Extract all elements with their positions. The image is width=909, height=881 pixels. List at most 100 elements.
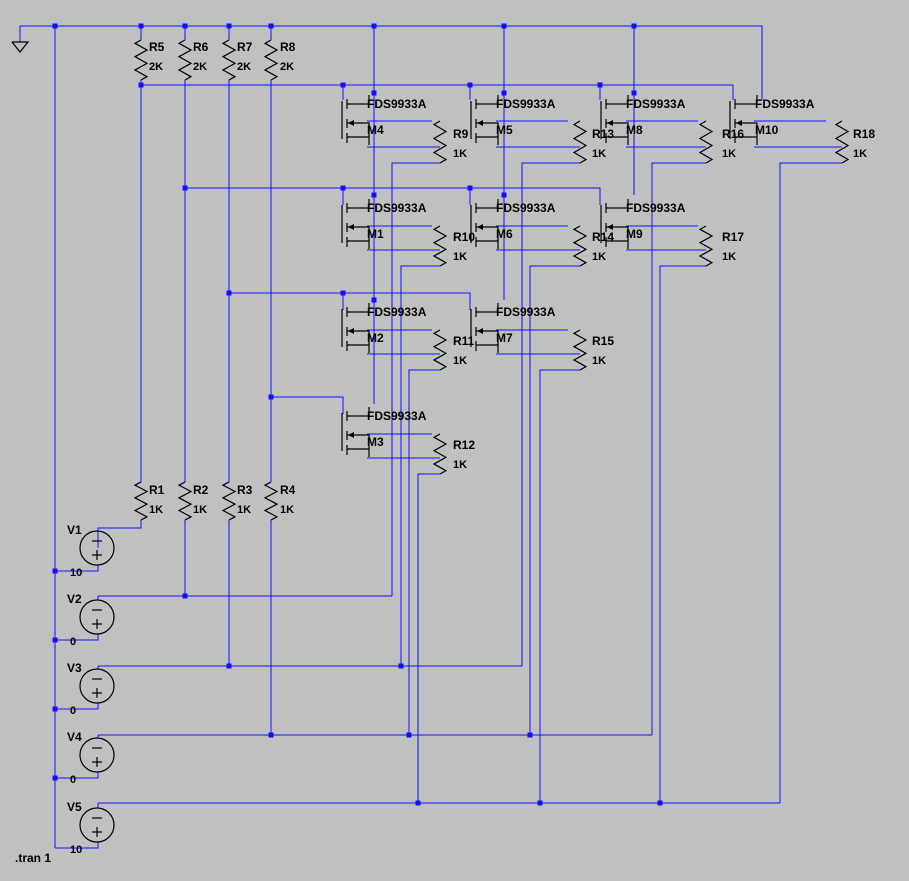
mosfet-model: FDS9933A [755, 97, 815, 111]
resistor-ref: R13 [592, 127, 614, 141]
junction-dots [52, 23, 663, 806]
junction-dot [371, 90, 377, 96]
junction-dot [52, 568, 58, 574]
mosfet-ref: M2 [367, 331, 384, 345]
resistor-zigzag [698, 225, 714, 267]
junction-dot [398, 663, 404, 669]
wire [185, 187, 344, 205]
mosfet-body [606, 122, 629, 137]
junction-dot [52, 775, 58, 781]
junction-dot [371, 23, 377, 29]
resistor-r1: R1 1K [133, 481, 165, 521]
resistor-zigzag [572, 329, 588, 371]
resistor-zigzag [432, 225, 448, 267]
vsource-value: 10 [70, 844, 82, 856]
junction-dot [340, 185, 346, 191]
junction-dot [501, 192, 507, 198]
junction-dot [226, 290, 232, 296]
mosfet-drain [347, 199, 370, 209]
resistor-zigzag [572, 225, 588, 267]
mosfet-drain [606, 199, 629, 209]
resistor-ref: R8 [280, 40, 296, 54]
mosfet-drain [476, 95, 499, 105]
junction-dot [527, 732, 533, 738]
resistor-ref: R4 [280, 483, 296, 497]
ground-triangle [11, 41, 30, 53]
mosfet-body [606, 226, 629, 241]
resistor-value: 1K [149, 504, 163, 516]
junction-dot [657, 800, 663, 806]
wire [55, 703, 99, 710]
vsource-v4: V4 0 [67, 730, 115, 786]
mosfet-drain [606, 95, 629, 105]
ground-symbol [11, 41, 30, 53]
junction-dot [268, 23, 274, 29]
vsource-ref: V4 [67, 730, 82, 744]
wire [400, 265, 440, 666]
mosfet-m5: FDS9933A M5 [470, 95, 556, 145]
resistor-zigzag [263, 39, 279, 81]
resistor-zigzag [432, 120, 448, 164]
junction-dot [537, 800, 543, 806]
wire [779, 162, 842, 803]
mosfet-body [347, 330, 370, 345]
junction-dot [631, 90, 637, 96]
junction-dot [138, 23, 144, 29]
wire [470, 187, 601, 205]
mosfet-body [476, 330, 499, 345]
mosfet-ref: M4 [367, 123, 384, 137]
junction-dot [340, 290, 346, 296]
mosfet-arrow [348, 120, 354, 126]
wire [55, 842, 99, 849]
mosfet-arrow [607, 120, 613, 126]
resistor-ref: R16 [722, 127, 744, 141]
mosfet-ref: M10 [755, 123, 779, 137]
wire [97, 520, 142, 548]
mosfet-arrow [736, 120, 742, 126]
junction-dot [501, 90, 507, 96]
resistor-zigzag [263, 481, 279, 521]
resistor-ref: R15 [592, 334, 614, 348]
junction-dot [371, 192, 377, 198]
resistor-zigzag [834, 120, 850, 164]
resistor-zigzag [221, 481, 237, 521]
mosfet-body [347, 226, 370, 241]
wire [55, 565, 99, 572]
mosfet-drain [735, 95, 758, 105]
resistor-ref: R1 [149, 483, 165, 497]
mosfet-model: FDS9933A [496, 97, 556, 111]
vsource-circle [79, 737, 115, 773]
junction-dot [406, 732, 412, 738]
vsource-value: 0 [70, 774, 76, 786]
mosfet-ref: M5 [496, 123, 513, 137]
mosfet-body [347, 434, 370, 449]
junction-dot [182, 593, 188, 599]
mosfet-source [476, 344, 499, 353]
resistor-value: 1K [280, 504, 294, 516]
wire [343, 292, 471, 310]
junction-dot [597, 82, 603, 88]
junction-dot [631, 23, 637, 29]
junction-dot [52, 706, 58, 712]
junction-dot [226, 663, 232, 669]
junction-dot [371, 297, 377, 303]
wire [20, 25, 763, 88]
wire [141, 84, 344, 100]
vsource-value: 0 [70, 705, 76, 717]
